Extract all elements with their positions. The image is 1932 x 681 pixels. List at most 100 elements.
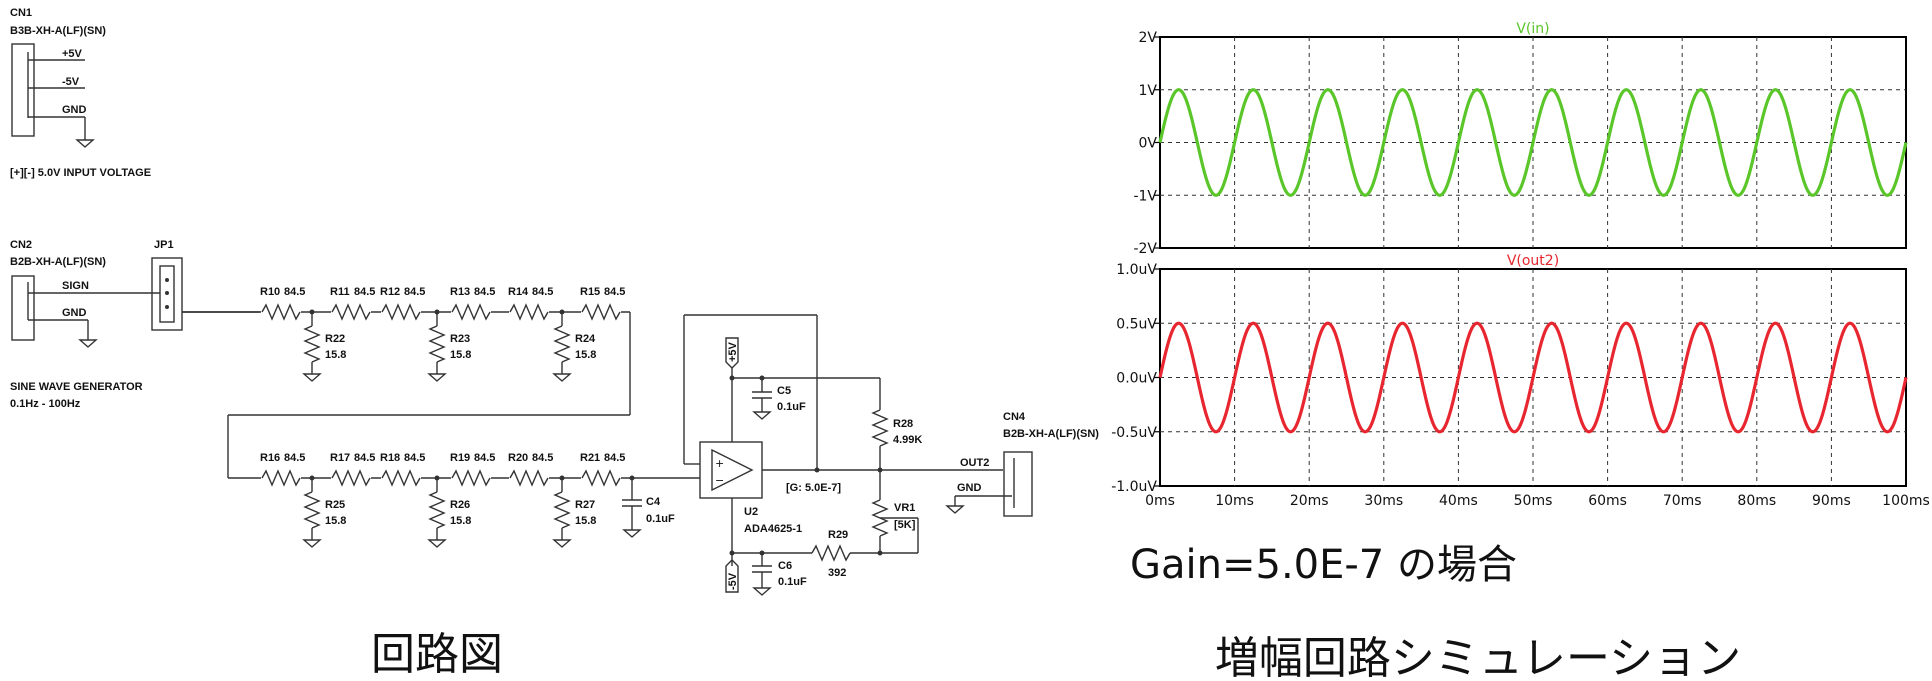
ground-symbol bbox=[427, 539, 447, 548]
r29-val: 392 bbox=[828, 567, 846, 579]
resistor-value: 84.5 bbox=[284, 286, 305, 298]
resistor-value: 15.8 bbox=[325, 515, 346, 527]
resistor-ref: R14 bbox=[508, 286, 529, 298]
resistor-value: 15.8 bbox=[575, 349, 596, 361]
resistor-ref: R13 bbox=[450, 286, 470, 298]
resistor-ref: R22 bbox=[325, 333, 345, 345]
resistor-r15 bbox=[581, 303, 621, 321]
resistor-r12 bbox=[381, 303, 421, 321]
ground-symbol bbox=[78, 339, 98, 348]
c6-ref: C6 bbox=[778, 560, 792, 572]
resistor-value: 84.5 bbox=[404, 286, 425, 298]
ground-symbol bbox=[552, 373, 572, 382]
resistor-r27 bbox=[553, 491, 571, 529]
resistor-r28 bbox=[871, 409, 889, 447]
resistor-ref: R15 bbox=[580, 286, 600, 298]
minus-rail-flag bbox=[725, 559, 739, 593]
resistor-ref: R25 bbox=[325, 499, 345, 511]
resistor-value: 84.5 bbox=[532, 286, 553, 298]
c4-val: 0.1uF bbox=[646, 513, 675, 525]
resistor-value: 84.5 bbox=[474, 286, 495, 298]
cn2-connector bbox=[11, 275, 35, 341]
vr1-val: [5K] bbox=[894, 519, 916, 531]
series-line bbox=[1158, 321, 1908, 434]
cn2-note-2: 0.1Hz - 100Hz bbox=[10, 398, 81, 410]
cn2-name: CN2 bbox=[10, 239, 32, 251]
svg-text:−: − bbox=[715, 474, 724, 487]
cn4-name: CN4 bbox=[1003, 411, 1026, 423]
resistor-ref: R27 bbox=[575, 499, 595, 511]
resistor-r23 bbox=[428, 325, 446, 363]
resistor-r10 bbox=[261, 303, 301, 321]
resistor-value: 84.5 bbox=[604, 286, 625, 298]
ground-symbol bbox=[752, 411, 772, 420]
x-tick-label: 0ms bbox=[1145, 493, 1175, 509]
cn4-part: B2B-XH-A(LF)(SN) bbox=[1003, 428, 1099, 440]
cn1-pin-minus: -5V bbox=[62, 76, 80, 88]
ground-symbol bbox=[427, 373, 447, 382]
resistor-ref: R16 bbox=[260, 452, 280, 464]
resistor-r21 bbox=[581, 469, 621, 487]
y-tick-label: 1V bbox=[1139, 83, 1158, 99]
resistor-value: 15.8 bbox=[450, 349, 471, 361]
ground-symbol bbox=[302, 373, 322, 382]
cn1-name: CN1 bbox=[10, 7, 32, 19]
x-tick-label: 50ms bbox=[1514, 493, 1553, 509]
resistor-ref: R24 bbox=[575, 333, 596, 345]
cn2-pin-sign: SIGN bbox=[62, 280, 89, 292]
minus-rail-label: -5V bbox=[727, 572, 739, 590]
cn4-connector bbox=[1003, 451, 1033, 517]
resistor-value: 84.5 bbox=[284, 452, 305, 464]
plus-rail-label: +5V bbox=[727, 341, 739, 362]
jp1-jumper bbox=[151, 257, 183, 331]
resistor-ref: R12 bbox=[380, 286, 400, 298]
y-tick-label: -0.5uV bbox=[1111, 425, 1157, 441]
x-tick-label: 100ms bbox=[1882, 493, 1930, 509]
resistor-value: 84.5 bbox=[532, 452, 553, 464]
gain-note: [G: 5.0E-7] bbox=[786, 482, 841, 494]
cn1-connector bbox=[11, 43, 35, 137]
resistor-r16 bbox=[261, 469, 301, 487]
resistor-r22 bbox=[303, 325, 321, 363]
resistor-ref: R21 bbox=[580, 452, 600, 464]
resistor-r19 bbox=[451, 469, 491, 487]
resistor-r25 bbox=[303, 491, 321, 529]
r29-ref: R29 bbox=[828, 529, 848, 541]
y-tick-label: -1.0uV bbox=[1111, 479, 1157, 495]
resistor-r24 bbox=[553, 325, 571, 363]
u2-val: ADA4625-1 bbox=[744, 523, 802, 535]
x-tick-label: 70ms bbox=[1663, 493, 1702, 509]
resistor-ref: R20 bbox=[508, 452, 528, 464]
cn1-part: B3B-XH-A(LF)(SN) bbox=[10, 25, 106, 37]
c6-val: 0.1uF bbox=[778, 576, 807, 588]
y-tick-label: 2V bbox=[1139, 30, 1158, 46]
r28-val: 4.99K bbox=[893, 434, 922, 446]
x-tick-label: 10ms bbox=[1215, 493, 1254, 509]
x-tick-label: 80ms bbox=[1737, 493, 1776, 509]
ground-symbol bbox=[752, 587, 772, 596]
r28-ref: R28 bbox=[893, 418, 913, 430]
y-tick-label: -1V bbox=[1133, 188, 1157, 204]
resistor-ref: R17 bbox=[330, 452, 350, 464]
y-tick-label: 0V bbox=[1139, 136, 1158, 152]
resistor-value: 15.8 bbox=[450, 515, 471, 527]
out2-label: OUT2 bbox=[960, 457, 989, 469]
gain-caption: Gain=5.0E-7 の場合 bbox=[1130, 542, 1517, 588]
chart-title: V(out2) bbox=[1507, 253, 1559, 269]
resistor-value: 15.8 bbox=[575, 515, 596, 527]
resistor-value: 84.5 bbox=[474, 452, 495, 464]
cn1-note: [+][-] 5.0V INPUT VOLTAGE bbox=[10, 167, 151, 179]
vr1-ref: VR1 bbox=[894, 502, 915, 514]
resistor-value: 84.5 bbox=[604, 452, 625, 464]
resistor-r29 bbox=[811, 544, 851, 562]
resistor-ref: R19 bbox=[450, 452, 470, 464]
cn2-note-1: SINE WAVE GENERATOR bbox=[10, 381, 143, 393]
resistor-value: 84.5 bbox=[354, 452, 375, 464]
x-tick-label: 90ms bbox=[1812, 493, 1851, 509]
y-tick-label: 0.0uV bbox=[1116, 371, 1157, 387]
x-tick-label: 60ms bbox=[1588, 493, 1627, 509]
